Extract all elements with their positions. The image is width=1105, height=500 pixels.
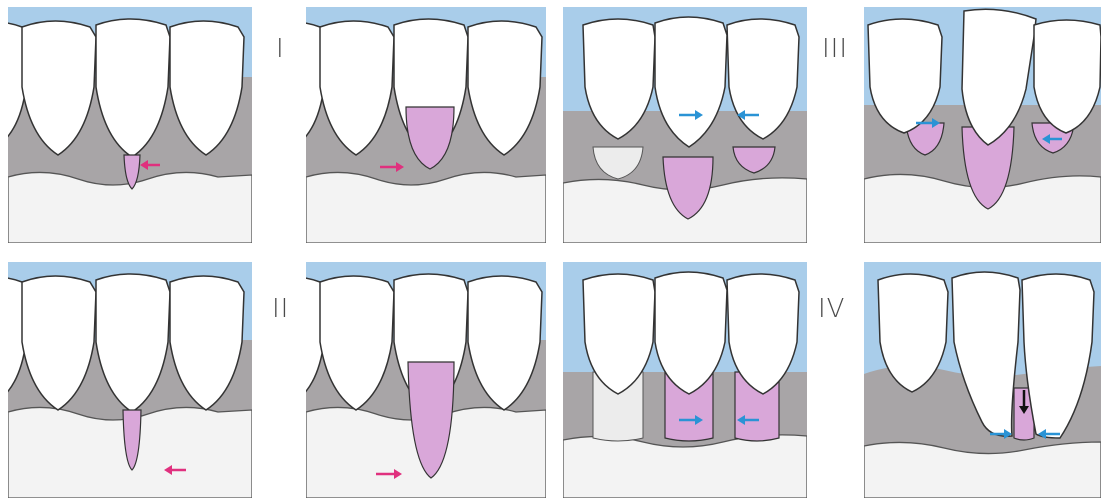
diagram-class-2-before bbox=[8, 262, 252, 498]
diagram-class-3-before bbox=[563, 7, 807, 243]
diagram-class-3-after bbox=[864, 7, 1101, 243]
class-label-II: II bbox=[272, 296, 289, 322]
panel-class-4-after bbox=[864, 262, 1101, 498]
diagram-class-4-after bbox=[864, 262, 1101, 498]
panel-class-1-after bbox=[306, 7, 546, 243]
panel-class-2-after bbox=[306, 262, 546, 498]
panel-class-3-after bbox=[864, 7, 1101, 243]
class-label-I: I bbox=[276, 36, 285, 62]
diagram-class-1-before bbox=[8, 7, 252, 243]
class-label-III: III bbox=[822, 36, 848, 62]
diagram-class-2-after bbox=[306, 262, 546, 498]
diagram-class-4-before bbox=[563, 262, 807, 498]
panel-class-1-before bbox=[8, 7, 252, 243]
diagram-class-1-after bbox=[306, 7, 546, 243]
class-label-IV: IV bbox=[818, 296, 845, 322]
panel-class-4-before bbox=[563, 262, 807, 498]
panel-class-2-before bbox=[8, 262, 252, 498]
panel-class-3-before bbox=[563, 7, 807, 243]
